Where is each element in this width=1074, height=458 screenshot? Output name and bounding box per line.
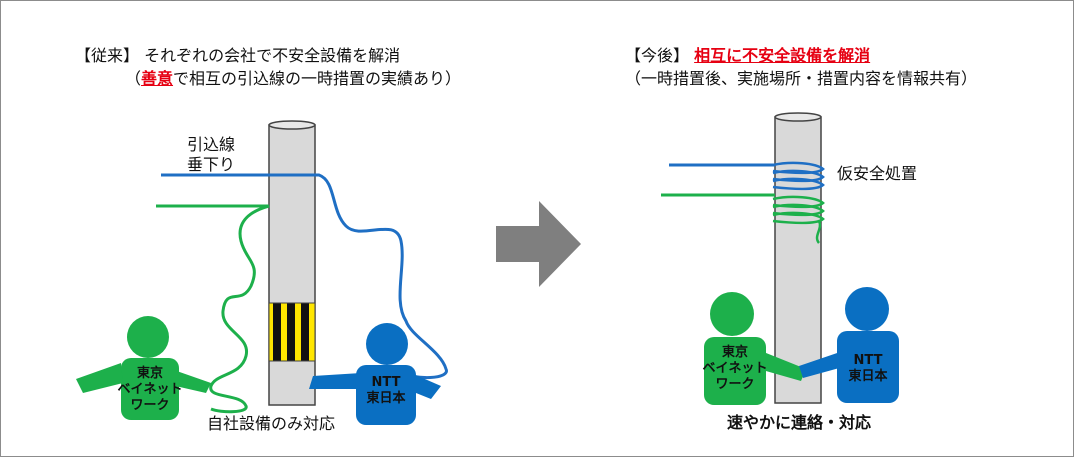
left-green-person-label: 東京 ベイネット ワーク	[117, 366, 183, 413]
left-blue-person	[309, 323, 441, 425]
right-heading-bracket: 【今後】	[625, 46, 690, 65]
left-utility-pole	[268, 124, 316, 406]
right-subheading: （一時措置後、実施場所・措置内容を情報共有）	[625, 69, 978, 88]
right-green-wire-wraps	[772, 195, 825, 244]
left-wire-label-1: 引込線	[187, 135, 236, 154]
transition-arrow	[496, 201, 581, 287]
left-heading-text: それぞれの会社で不安全設備を解消	[144, 46, 401, 65]
left-sub-open: （	[125, 69, 142, 88]
right-green-person-label: 東京 ベイネット ワーク	[702, 345, 768, 392]
left-heading-bracket: 【従来】	[75, 46, 140, 65]
left-wire-label-2: 垂下り	[187, 155, 236, 174]
left-pole-guard-stripes	[268, 302, 316, 362]
left-heading: 【従来】 それぞれの会社で不安全設備を解消	[75, 46, 400, 66]
left-green-drop-wire	[156, 204, 270, 414]
left-sub-emphasis: 善意	[141, 69, 174, 88]
right-pole-top	[774, 112, 822, 122]
left-blue-drop-wire	[161, 173, 448, 380]
right-fix-label: 仮安全処置	[837, 164, 918, 183]
left-blue-person-label: NTT 東日本	[366, 375, 406, 406]
left-subheading: （善意で相互の引込線の一時措置の実績あり）	[125, 69, 461, 89]
right-caption: 速やかに連絡・対応	[727, 413, 872, 432]
left-caption: 自社設備のみ対応	[207, 414, 336, 433]
right-blue-person	[799, 287, 899, 403]
right-heading: 【今後】 相互に不安全設備を解消	[625, 46, 870, 66]
left-green-person	[76, 316, 211, 420]
right-green-person	[704, 292, 806, 405]
left-pole-top	[268, 120, 316, 130]
right-blue-wire-wraps	[772, 161, 825, 191]
right-blue-person-label: NTT 東日本	[848, 353, 888, 384]
left-sub-rest: で相互の引込線の一時措置の実績あり）	[173, 69, 462, 88]
right-heading-emphasis: 相互に不安全設備を解消	[694, 46, 871, 65]
